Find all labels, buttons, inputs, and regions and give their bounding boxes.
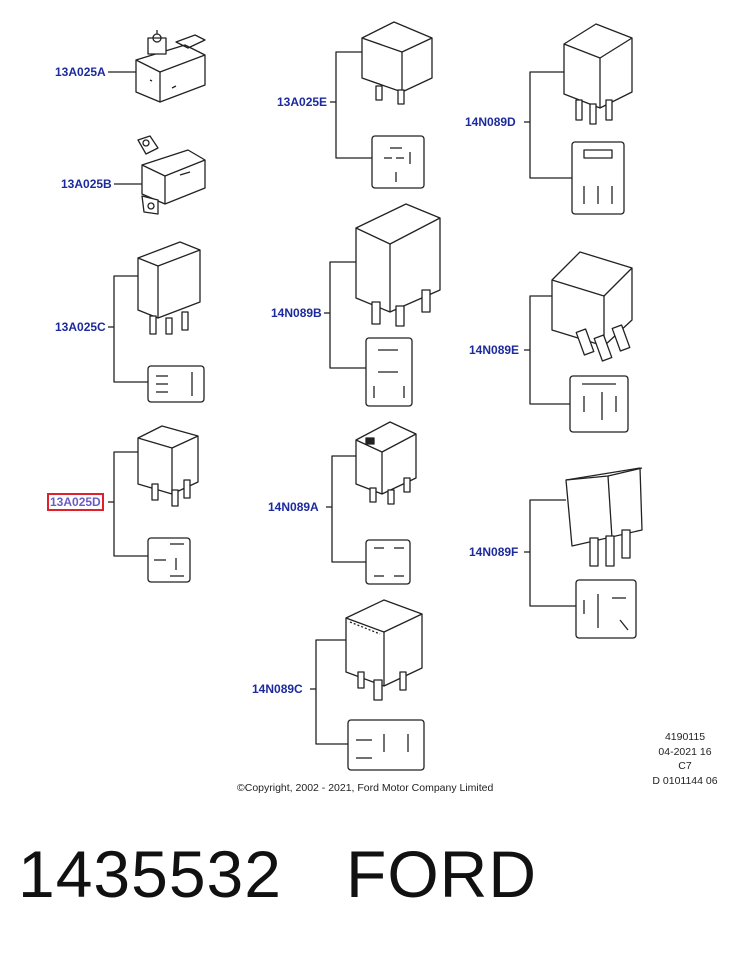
document-reference-block: 4190115 04-2021 16 C7 D 0101144 06 xyxy=(640,730,730,788)
relay-13A025A-drawing xyxy=(108,30,206,103)
relay-14N089E-drawing xyxy=(524,251,633,433)
callout-13A025A[interactable]: 13A025A xyxy=(55,65,106,79)
callout-14N089F[interactable]: 14N089F xyxy=(469,545,519,559)
relay-14N089D-drawing xyxy=(524,23,633,215)
callout-13A025B[interactable]: 13A025B xyxy=(61,177,112,191)
relay-13A025E-drawing xyxy=(330,21,433,189)
callout-13A025E[interactable]: 13A025E xyxy=(277,95,328,109)
relay-14N089F-drawing xyxy=(524,467,643,639)
doc-ref-line-1: 4190115 xyxy=(664,731,706,743)
relay-13A025B-drawing xyxy=(114,135,206,215)
part-number: 1435532 xyxy=(18,837,282,911)
callout-14N089E[interactable]: 14N089E xyxy=(469,343,520,357)
doc-ref-line-4: D 0101144 06 xyxy=(652,774,718,787)
relay-14N089A-drawing xyxy=(326,421,417,585)
callout-14N089A[interactable]: 14N089A xyxy=(268,500,319,514)
callout-13A025C[interactable]: 13A025C xyxy=(55,320,106,334)
doc-ref-line-2: 04-2021 16 xyxy=(658,745,712,758)
copyright-text: ©Copyright, 2002 - 2021, Ford Motor Comp… xyxy=(237,782,494,794)
brand-name: FORD xyxy=(346,837,537,911)
callout-14N089B[interactable]: 14N089B xyxy=(271,306,322,320)
callout-14N089C[interactable]: 14N089C xyxy=(252,682,303,696)
relay-13A025C-drawing xyxy=(108,241,205,403)
relay-14N089B-drawing xyxy=(324,203,441,407)
relay-14N089C-drawing xyxy=(310,599,425,771)
callout-14N089D[interactable]: 14N089D xyxy=(465,115,516,129)
doc-ref-line-3: C7 xyxy=(678,760,692,772)
callout-13A025D[interactable]: 13A025D xyxy=(47,493,104,511)
relay-13A025D-drawing xyxy=(108,425,199,583)
